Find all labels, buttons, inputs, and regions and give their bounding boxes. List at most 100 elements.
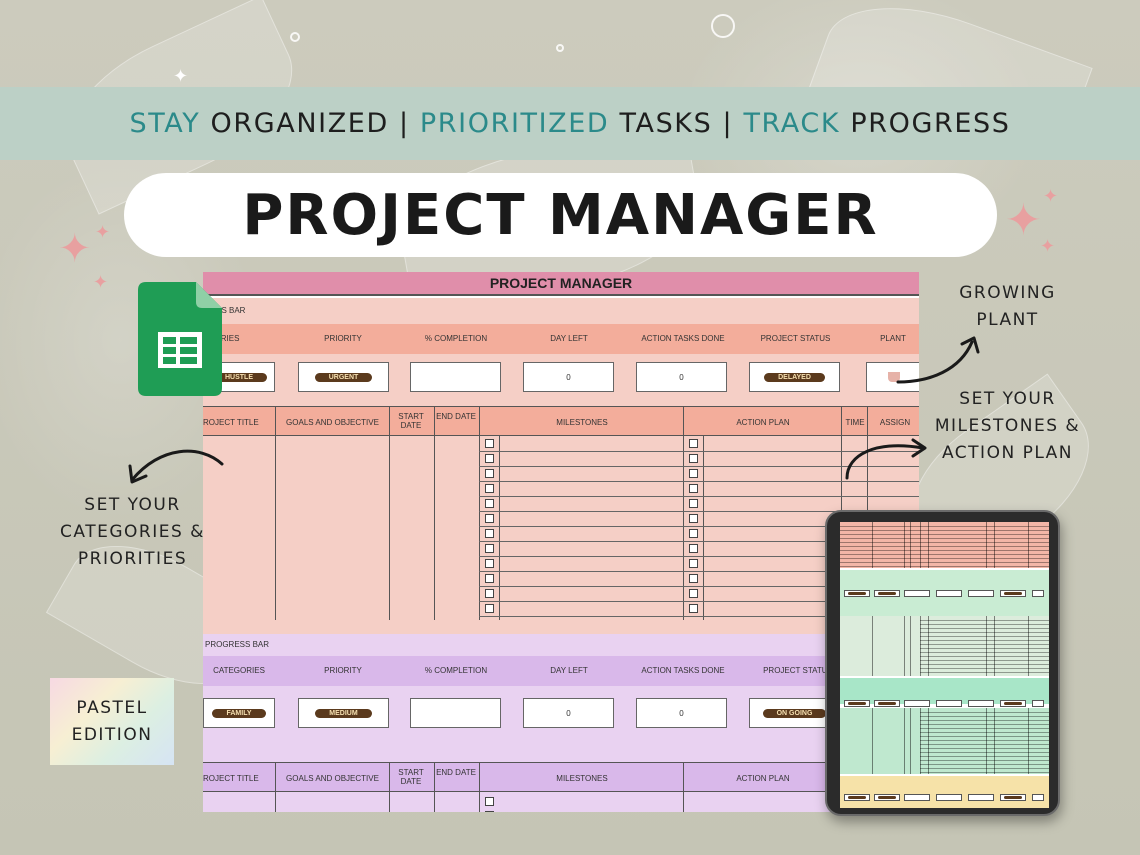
action-plan-checkbox[interactable] (689, 544, 698, 553)
tablet-row-line (840, 530, 1049, 531)
tablet-field (936, 794, 962, 801)
status-select[interactable]: ON GOING (749, 698, 840, 728)
action-tasks-field[interactable]: 0 (636, 698, 727, 728)
action-tasks-field[interactable]: 0 (636, 362, 727, 392)
tagline-prioritized: PRIORITIZED (419, 108, 610, 139)
milestone-checkbox[interactable] (485, 469, 494, 478)
milestone-checkbox[interactable] (485, 529, 494, 538)
tablet-pill (878, 702, 896, 705)
action-plan-checkbox[interactable] (689, 574, 698, 583)
action-plan-checkbox[interactable] (689, 529, 698, 538)
tablet-row-line (920, 648, 1049, 649)
action-plan-checkbox[interactable] (689, 514, 698, 523)
tablet-row-line (840, 534, 1049, 535)
annotation-categories: SET YOUR CATEGORIES & PRIORITIES (50, 492, 215, 573)
milestone-checkbox[interactable] (485, 514, 494, 523)
action-plan-checkbox[interactable] (689, 499, 698, 508)
tablet-col-line (1028, 708, 1029, 774)
milestone-checkbox[interactable] (485, 484, 494, 493)
edition-line: EDITION (71, 724, 153, 745)
tablet-col-line (928, 708, 929, 774)
tablet-col-line (994, 708, 995, 774)
sheet-title: PROJECT MANAGER (203, 272, 919, 296)
status-select[interactable]: DELAYED (749, 362, 840, 392)
tablet-col-line (994, 616, 995, 676)
tablet-field (1032, 590, 1044, 597)
tagline-stay: STAY (129, 108, 201, 139)
milestone-checkbox[interactable] (485, 544, 494, 553)
header-day-left: DAY LEFT (550, 334, 588, 343)
action-plan-checkbox[interactable] (689, 484, 698, 493)
annotation-line: CATEGORIES & (60, 522, 205, 542)
action-plan-row-line (683, 451, 919, 452)
tablet-field (968, 590, 994, 597)
action-plan-row-line (683, 466, 919, 467)
milestone-checkbox[interactable] (485, 439, 494, 448)
milestone-row-line (479, 601, 683, 602)
bubble-decoration (711, 14, 735, 38)
day-left-field[interactable]: 0 (523, 362, 614, 392)
milestone-checkbox[interactable] (485, 589, 494, 598)
block2: PROGRESS BAR CATEGORIES PRIORITY % COMPL… (203, 634, 919, 812)
milestone-checkbox[interactable] (485, 499, 494, 508)
tablet-col-line (920, 522, 921, 568)
priority-select[interactable]: URGENT (298, 362, 389, 392)
action-plan-checkbox[interactable] (689, 454, 698, 463)
milestone-checkbox[interactable] (485, 604, 494, 613)
tablet-row-line (840, 562, 1049, 563)
col-goals: GOALS AND OBJECTIVE (286, 418, 379, 427)
block1: RESS BAR EGORIES PRIORITY % COMPLETION D… (203, 298, 919, 656)
action-plan-checkbox[interactable] (689, 469, 698, 478)
tablet-col-line (872, 522, 873, 568)
tablet-field (1032, 700, 1044, 707)
milestone-row-line (479, 541, 683, 542)
action-plan-row-line (683, 541, 919, 542)
edition-badge: PASTEL EDITION (50, 678, 174, 765)
tablet-row-line (920, 760, 1049, 761)
priority-select[interactable]: MEDIUM (298, 698, 389, 728)
page-title: PROJECT MANAGER (124, 173, 997, 257)
milestone-checkbox[interactable] (485, 574, 494, 583)
milestone-row-line (479, 586, 683, 587)
tablet-row-line (920, 628, 1049, 629)
action-plan-checkbox[interactable] (689, 559, 698, 568)
grid-line (275, 762, 276, 812)
tablet-row-line (920, 712, 1049, 713)
milestone-checkbox[interactable] (485, 559, 494, 568)
header-project-status: PROJECT STATUS (763, 666, 833, 675)
header-completion: % COMPLETION (424, 334, 488, 343)
tablet-row-line (920, 744, 1049, 745)
header-action-tasks-done: ACTION TASKS DONE (641, 334, 725, 343)
tablet-row-line (840, 542, 1049, 543)
col-action-plan: ACTION PLAN (736, 774, 790, 783)
tablet-row-line (840, 538, 1049, 539)
google-sheets-icon (138, 282, 222, 396)
day-left-field[interactable]: 0 (523, 698, 614, 728)
header-priority: PRIORITY (324, 334, 362, 343)
col-goals: GOALS AND OBJECTIVE (286, 774, 379, 783)
completion-field[interactable] (410, 698, 501, 728)
action-plan-checkbox[interactable] (689, 589, 698, 598)
tablet-row-line (920, 736, 1049, 737)
milestone-checkbox[interactable] (485, 811, 494, 812)
tablet-row-line (920, 716, 1049, 717)
milestone-row-line (479, 481, 683, 482)
tablet-field (936, 590, 962, 597)
col-end-date: END DATE (436, 768, 476, 777)
tablet-row-line (920, 728, 1049, 729)
curved-arrow-icon (845, 438, 927, 480)
col-start-date: START DATE (398, 412, 424, 430)
action-plan-checkbox[interactable] (689, 439, 698, 448)
milestone-checkbox[interactable] (485, 797, 494, 806)
tablet-col-line (910, 522, 911, 568)
progress-bar-text: RESS BAR (205, 305, 246, 315)
tablet-pill (1004, 796, 1022, 799)
tablet-row-line (840, 550, 1049, 551)
action-plan-checkbox[interactable] (689, 604, 698, 613)
grid-line (275, 406, 276, 620)
milestone-checkbox[interactable] (485, 454, 494, 463)
completion-field[interactable] (410, 362, 501, 392)
sparkle-icon: ✦ (95, 222, 111, 243)
tablet-pill (848, 796, 866, 799)
category-select[interactable]: FAMILY (203, 698, 275, 728)
